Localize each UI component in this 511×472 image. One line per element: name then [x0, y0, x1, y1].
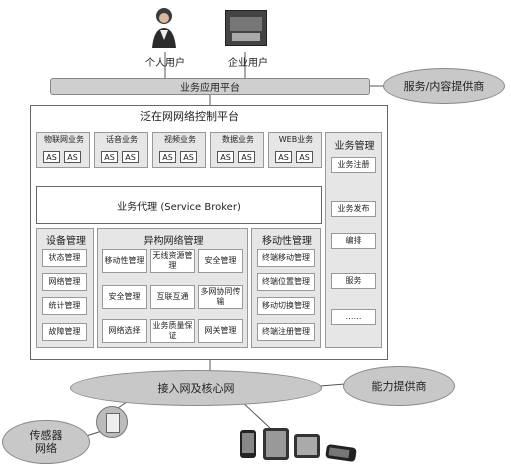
hetero-mgmt-item: 安全管理: [198, 249, 243, 273]
control-platform-title: 泛在网网络控制平台: [140, 110, 239, 123]
hetero-network-mgmt-panel: 异构网络管理 移动性管理 安全管理 网络选择 无线资源管理 互联互通 业务质量保…: [97, 228, 248, 348]
mobility-mgmt-title: 移动性管理: [262, 236, 312, 247]
service-module-3: 视频业务 AS AS: [152, 132, 206, 168]
hetero-mgmt-item: 移动性管理: [102, 249, 147, 273]
service-provider-ellipse: 服务/内容提供商: [383, 68, 505, 104]
device-mgmt-item: 故障管理: [42, 323, 87, 341]
as-node: AS: [43, 151, 60, 163]
as-node: AS: [159, 151, 176, 163]
service-module-4: 数据业务 AS AS: [210, 132, 264, 168]
mobility-mgmt-item: 移动切换管理: [257, 297, 315, 315]
enterprise-user-label: 企业用户: [228, 58, 268, 69]
service-mgmt-title: 业务管理: [334, 141, 375, 152]
service-module-5: WEB业务 AS AS: [268, 132, 322, 168]
service-mgmt-item: 编排: [331, 233, 376, 249]
capability-provider-ellipse: 能力提供商: [343, 366, 455, 406]
service-module-label: 话音业务: [106, 135, 138, 144]
mobility-mgmt-item: 终端移动管理: [257, 249, 315, 267]
mobility-mgmt-panel: 移动性管理 终端移动管理 终端位置管理 移动切换管理 终端注册管理: [251, 228, 321, 348]
device-mgmt-panel: 设备管理 状态管理 网络管理 统计管理 故障管理: [36, 228, 94, 348]
as-node: AS: [217, 151, 234, 163]
business-app-platform-label: 业务应用平台: [180, 83, 240, 94]
sensor-network-label: 传感器网络: [29, 429, 63, 455]
hetero-mgmt-item: 互联互通: [150, 285, 195, 309]
personal-user-avatar: [150, 6, 178, 48]
hetero-mgmt-title: 异构网络管理: [143, 236, 204, 247]
service-mgmt-item: ……: [331, 309, 376, 325]
as-node: AS: [180, 151, 197, 163]
access-core-network-label: 接入网及核心网: [157, 382, 235, 395]
as-node: AS: [101, 151, 118, 163]
mobility-mgmt-item: 终端注册管理: [257, 323, 315, 341]
service-mgmt-panel: 业务管理 业务注册 业务发布 编排 服务 ……: [325, 132, 382, 348]
as-node: AS: [296, 151, 313, 163]
hetero-mgmt-item: 网络选择: [102, 319, 147, 343]
service-module-2: 话音业务 AS AS: [94, 132, 148, 168]
as-node: AS: [238, 151, 255, 163]
as-node: AS: [122, 151, 139, 163]
sensor-device-icon: [96, 406, 128, 438]
hetero-mgmt-item: 多网协同传输: [198, 285, 243, 309]
service-module-label: 数据业务: [222, 135, 254, 144]
service-module-1: 物联网业务 AS AS: [36, 132, 90, 168]
sensor-network-ellipse: 传感器网络: [2, 420, 90, 464]
device-mgmt-title: 设备管理: [46, 236, 86, 247]
business-app-platform-bar: 业务应用平台: [50, 78, 370, 95]
service-provider-label: 服务/内容提供商: [403, 80, 485, 93]
hetero-mgmt-item: 安全管理: [102, 285, 147, 309]
tablet-icon: [263, 428, 289, 460]
capability-provider-label: 能力提供商: [371, 380, 427, 393]
as-node: AS: [64, 151, 81, 163]
mobility-mgmt-item: 终端位置管理: [257, 273, 315, 291]
personal-user-label: 个人用户: [145, 58, 185, 69]
access-core-network-ellipse: 接入网及核心网: [70, 370, 322, 406]
service-module-label: 视频业务: [164, 135, 196, 144]
device-mgmt-item: 统计管理: [42, 297, 87, 315]
smartphone-icon: [240, 430, 256, 458]
device-mgmt-item: 网络管理: [42, 273, 87, 291]
service-mgmt-item: 服务: [331, 273, 376, 289]
as-node: AS: [275, 151, 292, 163]
hetero-mgmt-item: 无线资源管理: [150, 249, 195, 273]
service-module-label: 物联网业务: [44, 135, 84, 144]
enterprise-user-image: [225, 10, 267, 46]
service-broker-label: 业务代理 (Service Broker): [117, 201, 241, 213]
service-mgmt-item: 业务发布: [331, 201, 376, 217]
hetero-mgmt-item: 网关管理: [198, 319, 243, 343]
device-mgmt-item: 状态管理: [42, 249, 87, 267]
hetero-mgmt-item: 业务质量保证: [150, 319, 195, 343]
tablet-icon: [294, 434, 320, 458]
service-module-label: WEB业务: [278, 135, 314, 144]
service-broker-box: 业务代理 (Service Broker): [36, 186, 322, 224]
service-mgmt-item: 业务注册: [331, 157, 376, 173]
